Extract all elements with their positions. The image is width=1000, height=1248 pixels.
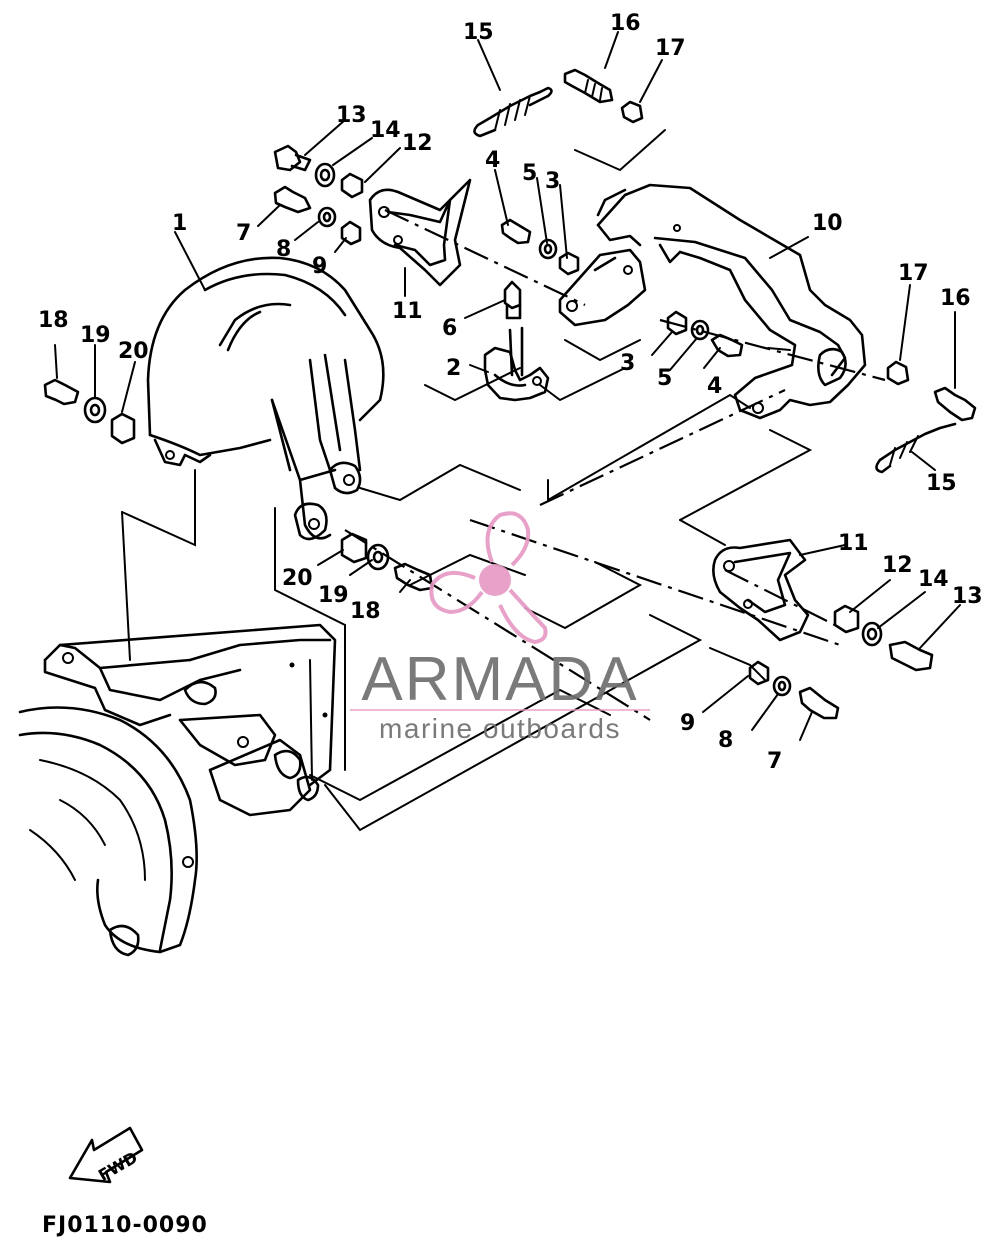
part-2-plate <box>483 326 550 402</box>
callout-14: 14 <box>370 118 401 143</box>
callout-numbers: 1 2 3 3 4 4 5 5 6 7 7 8 8 9 9 10 11 11 1… <box>38 11 983 774</box>
callout-4: 4 <box>485 148 500 173</box>
watermark-tagline: marine outboards <box>379 713 621 744</box>
callout-5: 5 <box>522 161 537 186</box>
callout-3: 3 <box>620 351 635 376</box>
callout-8: 8 <box>718 728 733 753</box>
callout-9: 9 <box>312 254 327 279</box>
callout-10: 10 <box>812 211 843 236</box>
callout-18: 18 <box>350 599 381 624</box>
callout-1: 1 <box>172 211 187 236</box>
callout-19: 19 <box>318 583 349 608</box>
part-10-steering-bracket <box>596 183 867 420</box>
propeller-logo-icon <box>429 511 548 645</box>
callout-3: 3 <box>545 169 560 194</box>
link-plate <box>558 248 647 327</box>
lower-unit-housing <box>18 623 337 957</box>
callout-11: 11 <box>838 531 869 556</box>
callout-16: 16 <box>940 286 971 311</box>
callout-20: 20 <box>282 566 313 591</box>
watermark-brand: ARMADA <box>361 645 638 714</box>
callout-5: 5 <box>657 366 672 391</box>
callout-20: 20 <box>118 339 149 364</box>
callout-9: 9 <box>680 711 695 736</box>
callout-13: 13 <box>336 103 367 128</box>
callout-15: 15 <box>926 471 957 496</box>
callout-7: 7 <box>236 221 251 246</box>
callout-6: 6 <box>442 316 457 341</box>
callout-17: 17 <box>655 36 686 61</box>
callout-18: 18 <box>38 308 69 333</box>
part-11-lower-arm <box>712 538 810 642</box>
callout-11: 11 <box>392 299 423 324</box>
callout-14: 14 <box>918 567 949 592</box>
callout-19: 19 <box>80 323 111 348</box>
callout-12: 12 <box>402 131 433 156</box>
callout-16: 16 <box>610 11 641 36</box>
callout-7: 7 <box>767 749 782 774</box>
callout-8: 8 <box>276 237 291 262</box>
callout-12: 12 <box>882 553 913 578</box>
callout-15: 15 <box>463 20 494 45</box>
fasteners <box>43 68 977 720</box>
part-1-bracket-cover <box>146 256 385 541</box>
callout-17: 17 <box>898 261 929 286</box>
diagram-code: FJ0110-0090 <box>42 1213 208 1238</box>
callout-13: 13 <box>952 584 983 609</box>
callout-2: 2 <box>446 356 461 381</box>
part-11-upper-arm <box>368 178 472 287</box>
callout-4: 4 <box>707 374 722 399</box>
fwd-arrow-icon: FWD <box>68 1126 144 1185</box>
watermark: ARMADA marine outboards <box>350 511 650 744</box>
leader-lines <box>54 31 961 741</box>
